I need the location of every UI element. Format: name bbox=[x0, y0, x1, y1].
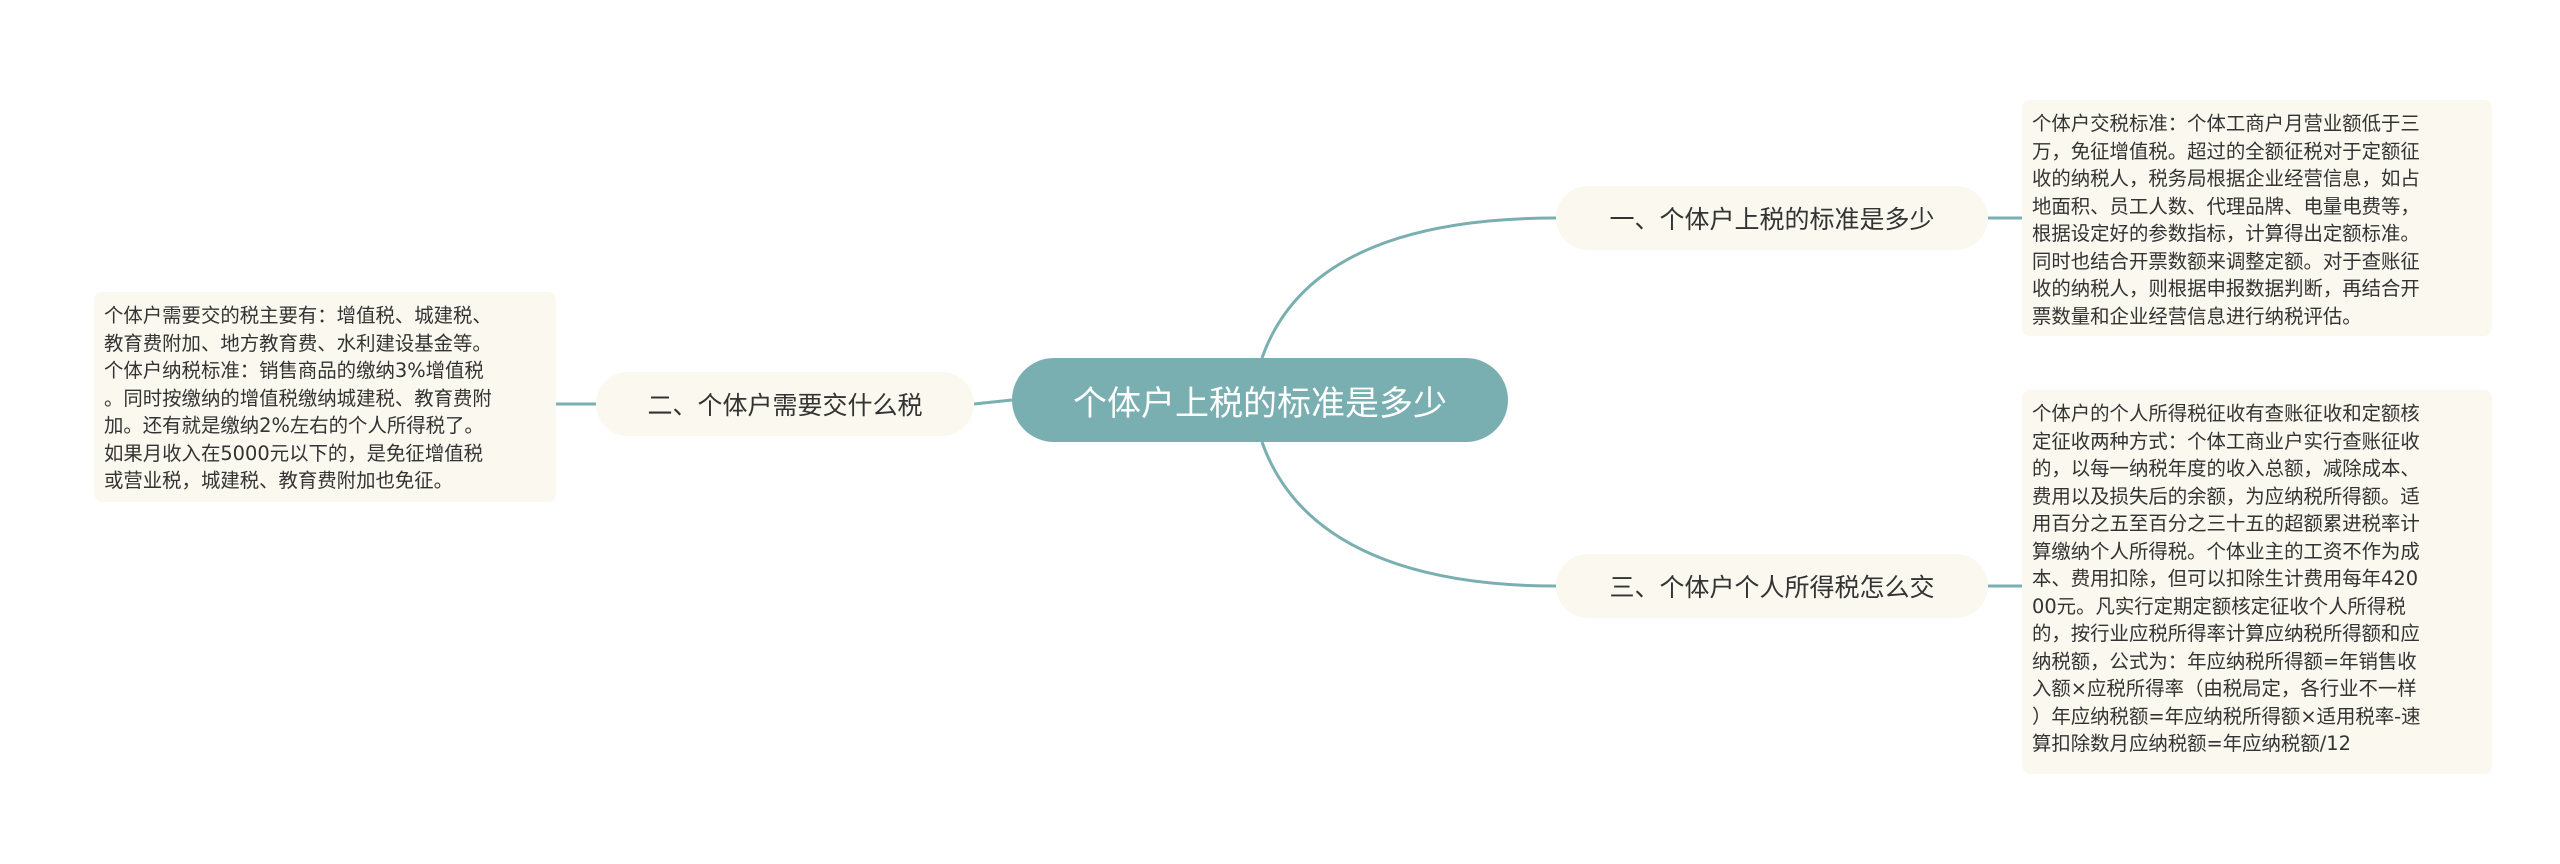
detail-line: 同时也结合开票数额来调整定额。对于查账征 bbox=[2032, 249, 2420, 273]
branch-node-1-label: 一、个体户上税的标准是多少 bbox=[1609, 205, 1935, 234]
detail-line: 算缴纳个人所得税。个体业主的工资不作为成 bbox=[2032, 539, 2420, 563]
detail-line: 入额×应税所得率（由税局定，各行业不一样 bbox=[2032, 677, 2417, 700]
branch-node-3-label: 三、个体户个人所得税怎么交 bbox=[1609, 573, 1935, 602]
detail-line: 的，以每一纳税年度的收入总额，减除成本、 bbox=[2032, 457, 2420, 480]
detail-line: 教育费附加、地方教育费、水利建设基金等。 bbox=[104, 331, 492, 355]
branch-node-3[interactable]: 三、个体户个人所得税怎么交 bbox=[1556, 554, 1988, 618]
branch-node-2-label: 二、个体户需要交什么税 bbox=[647, 391, 923, 420]
detail-line: 加。还有就是缴纳2%左右的个人所得税了。 bbox=[104, 414, 484, 437]
detail-line: 个体户交税标准：个体工商户月营业额低于三 bbox=[2032, 112, 2420, 135]
detail-line: 00元。凡实行定期定额核定征收个人所得税 bbox=[2032, 594, 2406, 618]
detail-line: 个体户纳税标准：销售商品的缴纳3%增值税 bbox=[104, 359, 484, 382]
detail-line: 算扣除数月应纳税额=年应纳税额/12 bbox=[2032, 732, 2351, 755]
detail-line: 本、费用扣除，但可以扣除生计费用每年420 bbox=[2032, 567, 2419, 590]
detail-line: 地面积、员工人数、代理品牌、电量电费等， bbox=[2032, 194, 2420, 218]
detail-line: 票数量和企业经营信息进行纳税评估。 bbox=[2032, 304, 2362, 328]
detail-line: 定征收两种方式：个体工商业户实行查账征收 bbox=[2032, 429, 2420, 453]
detail-line: ）年应纳税额=年应纳税所得额×适用税率-速 bbox=[2032, 704, 2421, 728]
connector-root-branch-2 bbox=[973, 398, 1013, 406]
detail-note-2: 个体户需要交的税主要有：增值税、城建税、教育费附加、地方教育费、水利建设基金等。… bbox=[94, 292, 556, 502]
branch-node-2[interactable]: 二、个体户需要交什么税 bbox=[596, 372, 974, 436]
detail-line: 纳税额，公式为：年应纳税所得额=年销售收 bbox=[2032, 649, 2417, 673]
detail-line: 万，免征增值税。超过的全额征税对于定额征 bbox=[2032, 139, 2420, 163]
detail-line: 个体户需要交的税主要有：增值税、城建税、 bbox=[104, 304, 492, 327]
detail-line: 费用以及损失后的余额，为应纳税所得额。适 bbox=[2032, 484, 2420, 508]
detail-line: 个体户的个人所得税征收有查账征收和定额核 bbox=[2032, 402, 2420, 425]
connector-root-branch-3 bbox=[1260, 441, 1557, 588]
detail-line: 用百分之五至百分之三十五的超额累进税率计 bbox=[2032, 512, 2420, 535]
detail-line: 或营业税，城建税、教育费附加也免征。 bbox=[104, 469, 454, 492]
detail-line: 。同时按缴纳的增值税缴纳城建税、教育费附 bbox=[104, 386, 492, 410]
branch-node-1[interactable]: 一、个体户上税的标准是多少 bbox=[1556, 186, 1988, 250]
detail-line: 收的纳税人，则根据申报数据判断，再结合开 bbox=[2032, 277, 2420, 300]
detail-note-1: 个体户交税标准：个体工商户月营业额低于三万，免征增值税。超过的全额征税对于定额征… bbox=[2022, 100, 2492, 336]
connector-root-branch-1 bbox=[1260, 216, 1557, 359]
root-node[interactable]: 个体户上税的标准是多少 bbox=[1012, 358, 1508, 442]
detail-line: 根据设定好的参数指标，计算得出定额标准。 bbox=[2032, 222, 2420, 245]
detail-line: 收的纳税人，税务局根据企业经营信息，如占 bbox=[2032, 167, 2420, 190]
root-node-label: 个体户上税的标准是多少 bbox=[1073, 383, 1447, 424]
detail-note-3: 个体户的个人所得税征收有查账征收和定额核定征收两种方式：个体工商业户实行查账征收… bbox=[2022, 390, 2492, 774]
detail-line: 的，按行业应税所得率计算应纳税所得额和应 bbox=[2032, 622, 2420, 645]
detail-line: 如果月收入在5000元以下的，是免征增值税 bbox=[104, 441, 483, 465]
